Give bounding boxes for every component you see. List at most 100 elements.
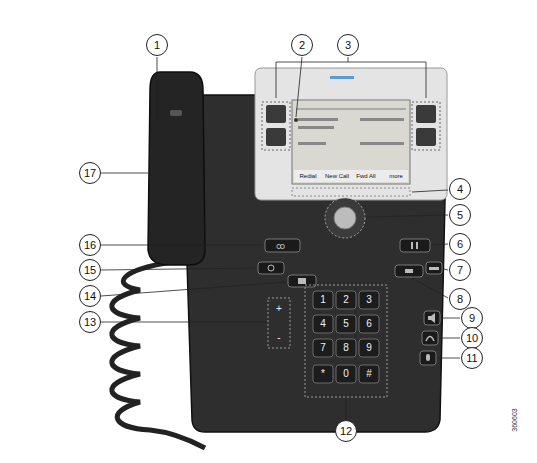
callout-number: 4 xyxy=(457,184,463,195)
line-button xyxy=(416,128,436,146)
screen-dot xyxy=(294,118,298,122)
softkey-bar xyxy=(294,170,408,182)
screen-line xyxy=(298,142,326,145)
callout-number: 17 xyxy=(84,168,96,179)
screen-line xyxy=(296,108,406,110)
callout-number: 1 xyxy=(154,40,160,51)
keypad-key: 2 xyxy=(343,295,349,305)
callout-number: 10 xyxy=(466,333,478,344)
handset-indicator xyxy=(170,110,182,116)
callout-circle xyxy=(450,289,471,310)
key-cap xyxy=(313,315,333,333)
softkey-group xyxy=(292,188,410,196)
keypad-key: 8 xyxy=(343,343,349,353)
screen-bezel xyxy=(255,68,447,200)
mute-button xyxy=(420,351,436,365)
callout-circle xyxy=(450,179,471,200)
callout-number: 5 xyxy=(457,210,463,221)
key-cap xyxy=(313,365,333,383)
callout-number: 11 xyxy=(466,353,477,364)
callout-circle xyxy=(336,421,357,442)
screen-line xyxy=(298,118,338,121)
callout-number: 15 xyxy=(84,265,96,276)
callout-number: 8 xyxy=(457,294,463,305)
leader-lines xyxy=(101,57,460,419)
callout-circle xyxy=(292,35,313,56)
screen-line xyxy=(298,126,334,129)
callout-number: 14 xyxy=(84,291,96,302)
lcd-screen xyxy=(292,100,410,184)
volume-rocker xyxy=(268,298,290,348)
callout-circle xyxy=(462,308,483,329)
callout-circle xyxy=(450,205,471,226)
dashed-group xyxy=(412,102,440,150)
key-cap xyxy=(359,339,379,357)
callout-circle xyxy=(462,328,483,349)
callout-circle xyxy=(80,235,101,256)
key-cap xyxy=(336,365,356,383)
key-cap xyxy=(336,291,356,309)
transfer-button xyxy=(395,265,423,277)
line-button xyxy=(266,128,286,146)
logo xyxy=(330,76,354,79)
softkey-label: Redial xyxy=(299,173,316,179)
volume-plus: + xyxy=(276,304,282,314)
keypad-key: 6 xyxy=(366,319,372,329)
callout-circle xyxy=(80,163,101,184)
headset-button xyxy=(422,331,438,345)
screen-line xyxy=(360,118,404,121)
keypad-key: 1 xyxy=(320,295,326,305)
dashed-group xyxy=(262,102,290,150)
callout-number: 2 xyxy=(299,40,305,51)
callout-number: 13 xyxy=(84,317,96,328)
nav-cluster xyxy=(325,198,365,238)
softkey-label: more xyxy=(389,173,403,179)
volume-minus: - xyxy=(277,333,280,343)
callout-number: 3 xyxy=(345,40,351,51)
callout-circle xyxy=(450,260,471,281)
callout-circle xyxy=(450,234,471,255)
softkey-label: Fwd All xyxy=(356,173,375,179)
figure-code: 360603 xyxy=(511,408,518,431)
callout-circle xyxy=(338,35,359,56)
softkey-label: New Call xyxy=(325,173,349,179)
keypad-group xyxy=(305,285,387,397)
messages-button xyxy=(265,239,300,252)
callout-circle xyxy=(80,260,101,281)
callout-circle xyxy=(462,348,483,369)
callout-circle xyxy=(147,35,168,56)
handset xyxy=(148,72,205,265)
keypad-key: * xyxy=(321,369,325,379)
key-cap xyxy=(336,315,356,333)
callout-number: 6 xyxy=(457,239,463,250)
conference-button xyxy=(426,262,442,274)
key-cap xyxy=(313,291,333,309)
callout-number: 9 xyxy=(469,313,475,324)
select-button xyxy=(334,207,356,229)
callout-number: 7 xyxy=(457,265,463,276)
speaker-button xyxy=(424,311,440,325)
contacts-button xyxy=(288,275,316,287)
keypad-key: 7 xyxy=(320,343,326,353)
keypad-key: 5 xyxy=(343,319,349,329)
settings-button xyxy=(258,262,284,274)
keypad-key: 0 xyxy=(343,369,349,379)
screen-line xyxy=(360,142,404,145)
callout-circle xyxy=(80,286,101,307)
keypad-key: 9 xyxy=(366,343,372,353)
key-cap xyxy=(359,365,379,383)
keypad-key: # xyxy=(366,369,372,379)
key-cap xyxy=(336,339,356,357)
key-cap xyxy=(359,291,379,309)
key-cap xyxy=(359,315,379,333)
callout-rings xyxy=(80,35,483,442)
callout-number: 12 xyxy=(340,426,352,437)
keypad-key: 3 xyxy=(366,295,372,305)
line-button xyxy=(266,105,286,123)
phone-body xyxy=(185,95,445,432)
callout-number: 16 xyxy=(84,240,96,251)
keypad-key: 4 xyxy=(320,319,326,329)
hold-button xyxy=(400,239,430,252)
